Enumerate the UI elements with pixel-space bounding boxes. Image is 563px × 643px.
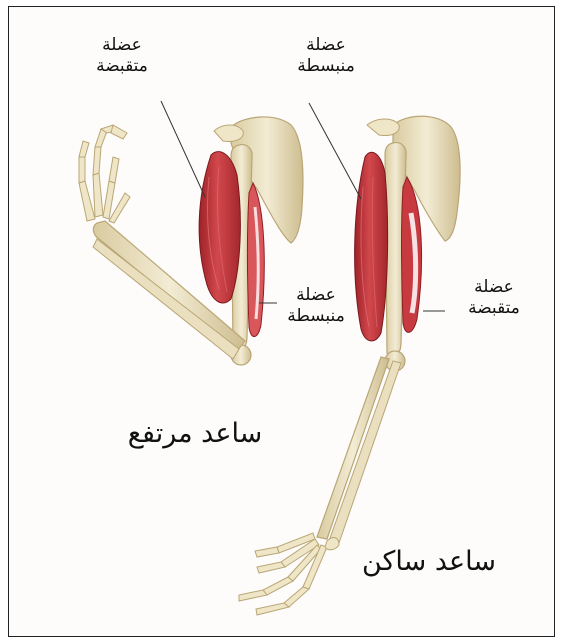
label-left-contracted-muscle: عضلة متقبضة (77, 35, 167, 78)
label-left-relaxed-line1: عضلة (271, 285, 361, 306)
label-right-relaxed-line1: عضلة (281, 35, 371, 56)
label-left-contracted-line1: عضلة (77, 35, 167, 56)
label-right-contracted-line2: متقبضة (449, 298, 539, 319)
label-left-contracted-line2: متقبضة (77, 56, 167, 77)
label-right-contracted-muscle: عضلة متقبضة (449, 277, 539, 320)
left-arm-illustration (79, 101, 303, 365)
left-biceps-contracted (199, 152, 240, 303)
label-left-relaxed-line2: منبسطة (271, 306, 361, 327)
left-hand-bones (79, 125, 130, 223)
right-forearm (317, 357, 389, 539)
right-hand-bones (239, 533, 339, 615)
label-resting-forearm: ساعد ساكن (339, 545, 519, 579)
label-left-relaxed-muscle: عضلة منبسطة (271, 285, 361, 328)
label-right-contracted-line1: عضلة (449, 277, 539, 298)
label-raised-forearm: ساعد مرتفع (105, 417, 285, 451)
label-right-relaxed-muscle: عضلة منبسطة (281, 35, 371, 78)
label-right-relaxed-line2: منبسطة (281, 56, 371, 77)
diagram-frame: عضلة متقبضة عضلة منبسطة عضلة منبسطة عضلة… (8, 6, 555, 637)
